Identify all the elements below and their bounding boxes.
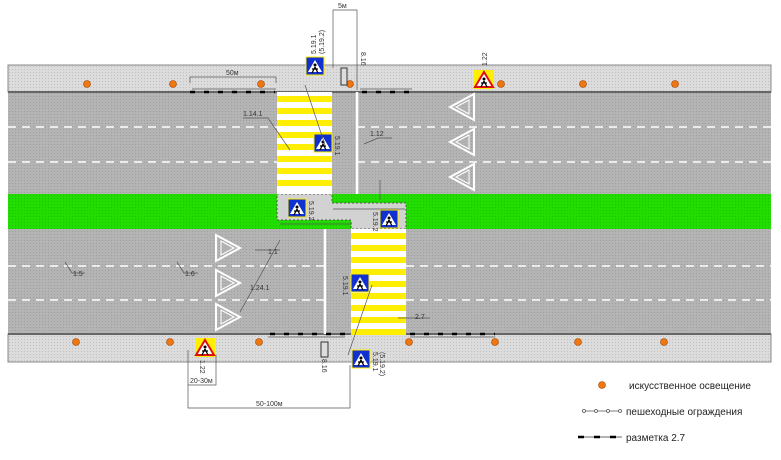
label-1-12: 1.12 <box>370 131 384 138</box>
zebra-stripe <box>351 329 406 335</box>
zebra-stripe <box>351 317 406 323</box>
label-2-7: 2.7 <box>415 314 425 321</box>
label-5-19-1-crosswalk: 5.19.1 <box>333 136 340 156</box>
dim-warn-range: 50-100м <box>256 401 283 408</box>
marking-1-24-1-triangle <box>215 302 243 332</box>
street-light-icon <box>405 338 413 346</box>
zebra-stripe <box>351 293 406 299</box>
street-light-icon <box>660 338 668 346</box>
label-8-16-top: 8.16 <box>359 52 366 66</box>
dim-warn-distance: 20-30м <box>190 378 213 385</box>
street-light-icon <box>166 338 174 346</box>
zebra-stripe <box>277 180 332 186</box>
marking-1-24-1-inner <box>220 275 236 291</box>
sign-5-19-1-top <box>305 56 325 76</box>
zebra-stripe <box>277 156 332 162</box>
label-1-22-top: 1.22 <box>482 52 489 66</box>
label-1-1: 1.1 <box>268 249 278 256</box>
label-5-19-2-island: 5.19.2 <box>307 201 314 221</box>
label-1-22-bottom: 1.22 <box>198 360 205 374</box>
zebra-stripe <box>277 132 332 138</box>
pedestrian-fence <box>192 88 495 338</box>
lane-markings <box>8 126 771 301</box>
marking-1-24-1-triangle <box>215 233 243 263</box>
legend-marking-label: разметка 2.7 <box>626 433 686 444</box>
label-8-16-bottom: 8.16 <box>320 359 327 373</box>
sign-5-19-1-crosswalk-bottom <box>350 273 370 293</box>
label-1-14-1: 1.14.1 <box>243 111 263 118</box>
legend: искусственное освещение пешеходные ограж… <box>578 381 751 444</box>
street-light-icon <box>257 80 265 88</box>
crosswalk-bottom <box>351 229 406 335</box>
street-light-icon <box>491 338 499 346</box>
zebra-stripe <box>351 305 406 311</box>
label-5-19-1-top: 5.19.1 <box>311 34 318 54</box>
sign-5-19-1-bottom <box>351 349 371 369</box>
street-light-icon <box>72 338 80 346</box>
zebra-stripe <box>277 108 332 114</box>
label-5-19-2-bottom: (5.19.2) <box>378 352 385 376</box>
sign-8-16-top <box>340 67 348 86</box>
zebra-stripe <box>351 257 406 263</box>
label-5-19-1-bottom: 5.19.1 <box>371 352 378 372</box>
zebra-stripe <box>351 269 406 275</box>
label-5-19-2-island-2: 5.19.2 <box>371 212 378 232</box>
street-light-icon <box>169 80 177 88</box>
marking-2-7 <box>190 90 495 336</box>
zebra-stripe <box>277 96 332 102</box>
sign-5-19-2-island <box>287 198 307 218</box>
zebra-stripe <box>277 144 332 150</box>
marking-1-24-1-inner <box>454 134 470 150</box>
label-5-19-1-bottom-crosswalk: 5.19.1 <box>341 276 348 296</box>
light-icon <box>598 381 606 389</box>
sign-5-19-2-island-2 <box>379 209 399 229</box>
label-1-24-1: 1.24.1 <box>250 285 270 292</box>
zebra-stripe <box>277 120 332 126</box>
marking-1-24-1-triangle <box>447 127 475 157</box>
street-light-icon <box>574 338 582 346</box>
legend-light-label: искусственное освещение <box>629 381 751 392</box>
marking-1-24-1-triangle <box>215 268 243 298</box>
marking-1-24-1-inner <box>454 169 470 185</box>
dim-fence-length: 50м <box>226 70 239 77</box>
marking-1-24-1-inner <box>454 99 470 115</box>
sign-1-22-bottom <box>194 338 216 357</box>
street-light-icon <box>346 80 354 88</box>
label-1-5: 1.5 <box>73 271 83 278</box>
marking-1-24-1-inner <box>220 309 236 325</box>
label-5-19-2-top: (5.19.2) <box>319 30 326 54</box>
street-light-icon <box>579 80 587 88</box>
dim-top-gap: 5м <box>338 3 347 10</box>
label-1-6: 1.6 <box>185 271 195 278</box>
street-light-icon <box>497 80 505 88</box>
zebra-stripe <box>351 233 406 239</box>
street-light-icon <box>671 80 679 88</box>
street-light-icon <box>255 338 263 346</box>
marking-1-24-1-triangle <box>447 92 475 122</box>
sign-1-22-top <box>473 70 495 89</box>
zebra-stripe <box>351 281 406 287</box>
zebra-stripe <box>351 245 406 251</box>
marking-1-24-1-inner <box>220 240 236 256</box>
fence-icon <box>582 409 622 413</box>
marking-1-24-1-triangle <box>447 162 475 192</box>
legend-fence-label: пешеходные ограждения <box>626 407 742 418</box>
sign-5-19-1-crosswalk-top <box>313 133 333 153</box>
sign-8-16-bottom <box>320 341 329 358</box>
street-light-icon <box>83 80 91 88</box>
zebra-stripe <box>277 168 332 174</box>
